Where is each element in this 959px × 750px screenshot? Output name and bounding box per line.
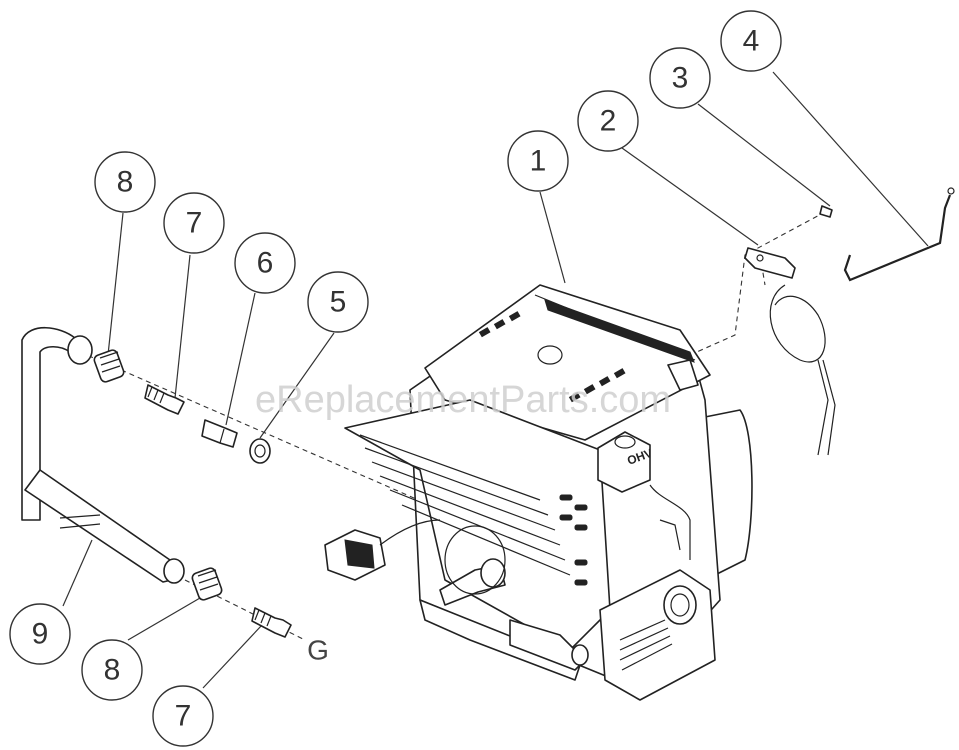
clamp-part-8-lower <box>191 567 223 601</box>
callout-8-lower: 8 <box>81 639 143 701</box>
callout-3: 3 <box>649 47 711 109</box>
callout-6-label: 6 <box>257 247 274 280</box>
washer-part-5 <box>249 438 271 464</box>
callout-4: 4 <box>720 10 782 72</box>
callout-5: 5 <box>307 271 369 333</box>
callout-5-label: 5 <box>330 286 347 319</box>
callout-3-label: 3 <box>672 62 689 95</box>
rod-part-4 <box>843 187 955 282</box>
fitting-part-7-lower <box>251 607 292 638</box>
callout-7-upper-label: 7 <box>186 207 203 240</box>
bracket-part-2 <box>744 247 836 456</box>
callout-2-label: 2 <box>600 105 617 138</box>
clamp-part-8-upper <box>93 349 125 383</box>
connector-label-g: G <box>307 635 329 666</box>
callout-9-label: 9 <box>32 618 49 651</box>
callout-8-upper-label: 8 <box>117 166 134 199</box>
callout-1: 1 <box>507 130 569 192</box>
callout-6: 6 <box>234 232 296 294</box>
screw-part-3 <box>819 205 833 218</box>
fitting-part-7-upper <box>144 384 185 415</box>
callout-2: 2 <box>577 90 639 152</box>
callout-8-lower-label: 8 <box>104 654 121 687</box>
callout-9: 9 <box>9 603 71 665</box>
watermark-text: eReplacementParts.com <box>255 379 671 421</box>
hose-part-9 <box>21 327 185 584</box>
engine-part-1: OHV <box>324 284 753 701</box>
leader-lines <box>62 71 929 689</box>
callout-8-upper: 8 <box>94 151 156 213</box>
callout-7-upper: 7 <box>163 192 225 254</box>
adapter-part-6 <box>201 419 238 448</box>
callout-1-label: 1 <box>530 145 547 178</box>
callout-7-lower-label: 7 <box>175 700 192 733</box>
callout-7-lower: 7 <box>152 685 214 747</box>
callout-4-label: 4 <box>743 25 760 58</box>
